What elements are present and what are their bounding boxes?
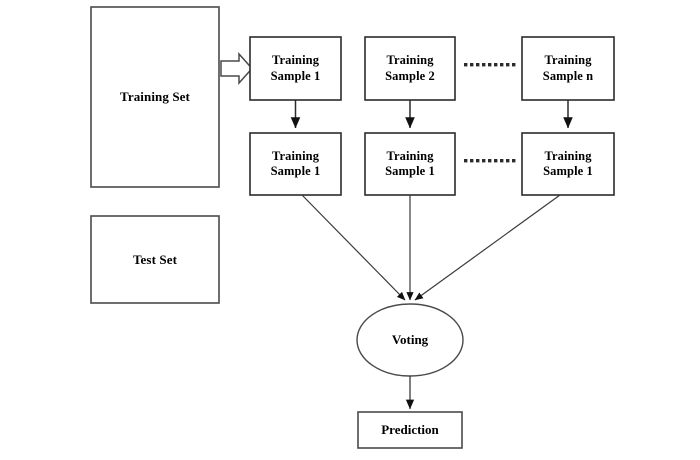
training-set-box (90, 6, 220, 188)
connector-bottom-1-to-voting (301, 194, 406, 301)
prediction-box (357, 411, 463, 449)
test-set-box (90, 215, 220, 304)
training-sample-box-top-3 (521, 36, 615, 101)
voting-ellipse (356, 303, 464, 377)
connector-bottom-3-to-voting (414, 194, 561, 301)
ellipsis-bottom-row (464, 159, 516, 163)
training-sample-box-bottom-3 (521, 132, 615, 196)
training-sample-box-top-1 (249, 36, 342, 101)
training-sample-box-top-2 (364, 36, 456, 101)
ellipsis-top-row (464, 63, 516, 67)
block-arrow-icon (220, 52, 254, 85)
training-sample-box-bottom-1 (249, 132, 342, 196)
training-sample-box-bottom-2 (364, 132, 456, 196)
